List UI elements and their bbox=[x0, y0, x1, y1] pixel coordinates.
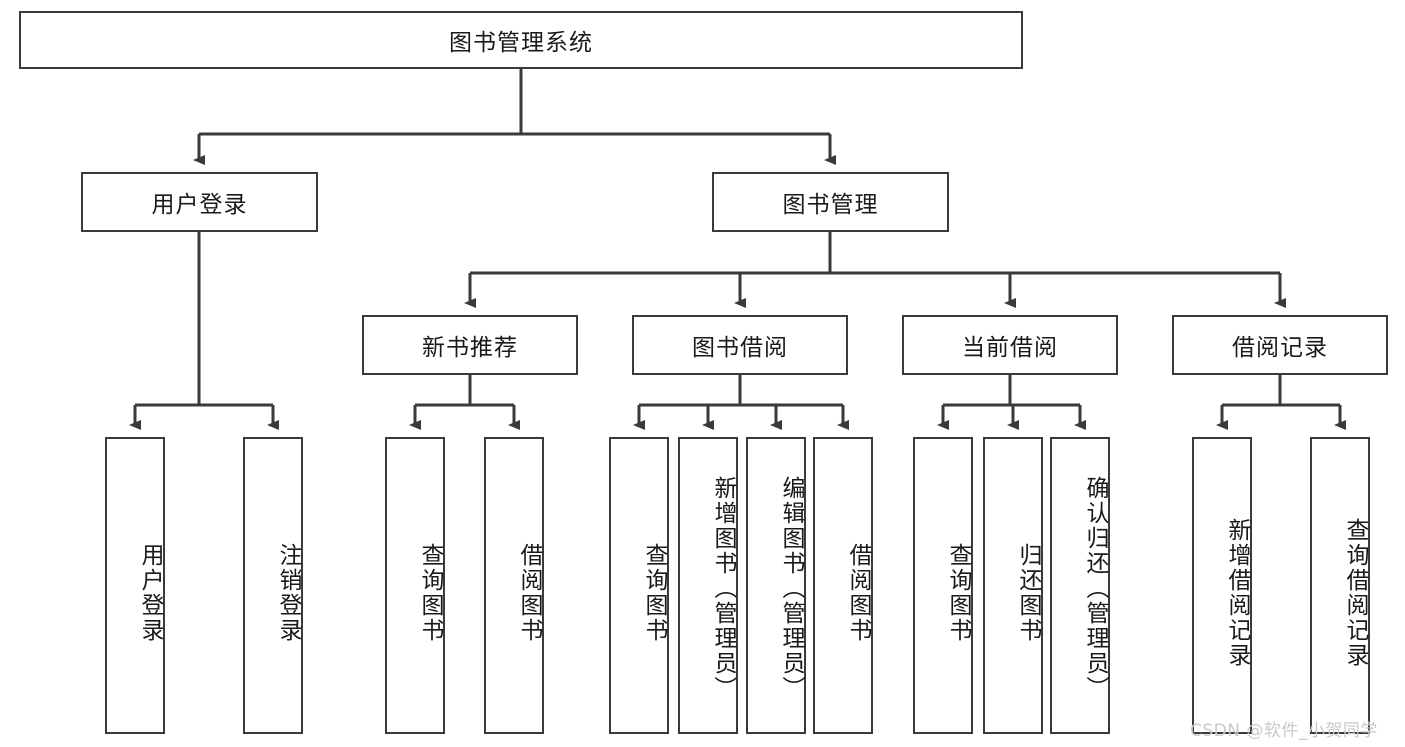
leaf-return-books[interactable]: 归还图书 bbox=[983, 437, 1043, 734]
leaf-query-borrow-record[interactable]: 查询借阅记录 bbox=[1310, 437, 1370, 734]
node-root[interactable]: 图书管理系统 bbox=[19, 11, 1023, 69]
leaf-query-books-current[interactable]: 查询图书 bbox=[913, 437, 973, 734]
leaf-borrow-books[interactable]: 借阅图书 bbox=[813, 437, 873, 734]
leaf-borrow-books-recommend[interactable]: 借阅图书 bbox=[484, 437, 544, 734]
node-user-login[interactable]: 用户登录 bbox=[81, 172, 318, 232]
leaf-logout[interactable]: 注销登录 bbox=[243, 437, 303, 734]
node-label: 查询图书 bbox=[945, 542, 971, 643]
leaf-add-borrow-record[interactable]: 新增借阅记录 bbox=[1192, 437, 1252, 734]
node-label: 归还图书 bbox=[1015, 542, 1041, 643]
node-label: 新书推荐 bbox=[422, 335, 518, 361]
node-label: 新增借阅记录 bbox=[1224, 517, 1250, 668]
node-borrow-records[interactable]: 借阅记录 bbox=[1172, 315, 1388, 375]
node-label: 图书借阅 bbox=[692, 335, 788, 361]
leaf-add-book-admin[interactable]: 新增图书（管理员） bbox=[678, 437, 738, 734]
node-label: 查询借阅记录 bbox=[1342, 517, 1368, 668]
csdn-watermark: CSDN @软件_小贺同学 bbox=[1190, 721, 1378, 741]
node-label: 注销登录 bbox=[275, 542, 301, 643]
node-label: 确认归还（管理员） bbox=[1082, 476, 1108, 701]
node-label: 当前借阅 bbox=[962, 335, 1058, 361]
leaf-query-books-borrow[interactable]: 查询图书 bbox=[609, 437, 669, 734]
node-book-borrow[interactable]: 图书借阅 bbox=[632, 315, 848, 375]
node-label: 借阅图书 bbox=[516, 542, 542, 643]
leaf-confirm-return-admin[interactable]: 确认归还（管理员） bbox=[1050, 437, 1110, 734]
node-label: 用户登录 bbox=[151, 192, 248, 218]
node-new-book-recommend[interactable]: 新书推荐 bbox=[362, 315, 578, 375]
leaf-user-login[interactable]: 用户登录 bbox=[105, 437, 165, 734]
node-label: 用户登录 bbox=[137, 542, 163, 643]
node-label: 编辑图书（管理员） bbox=[778, 476, 804, 701]
node-label: 查询图书 bbox=[417, 542, 443, 643]
node-book-management[interactable]: 图书管理 bbox=[712, 172, 949, 232]
node-label: 查询图书 bbox=[641, 542, 667, 643]
leaf-query-books-recommend[interactable]: 查询图书 bbox=[385, 437, 445, 734]
node-label: 借阅记录 bbox=[1232, 335, 1328, 361]
leaf-edit-book-admin[interactable]: 编辑图书（管理员） bbox=[746, 437, 806, 734]
node-label: 图书管理系统 bbox=[449, 30, 593, 56]
node-label: 借阅图书 bbox=[845, 542, 871, 643]
node-label: 新增图书（管理员） bbox=[710, 476, 736, 701]
node-current-borrow[interactable]: 当前借阅 bbox=[902, 315, 1118, 375]
node-label: 图书管理 bbox=[782, 192, 879, 218]
